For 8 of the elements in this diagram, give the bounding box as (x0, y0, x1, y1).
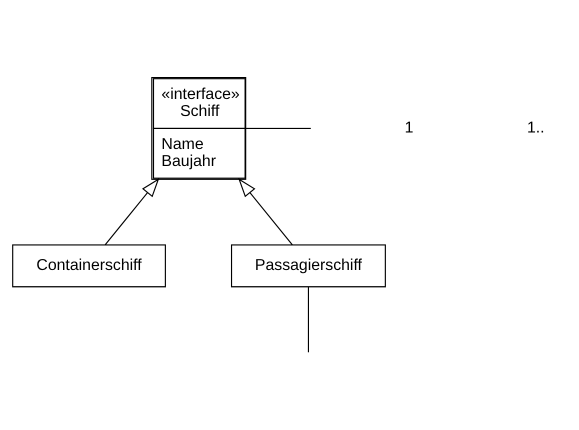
node-box: Containerschiff (12, 244, 166, 287)
arrow (238, 178, 293, 245)
arrow (104, 178, 160, 245)
connector (246, 127, 311, 128)
label: 1 (404, 119, 414, 136)
connector (308, 286, 309, 352)
node-box: Passagierschiff (230, 244, 386, 287)
label: 1.. (526, 119, 545, 136)
